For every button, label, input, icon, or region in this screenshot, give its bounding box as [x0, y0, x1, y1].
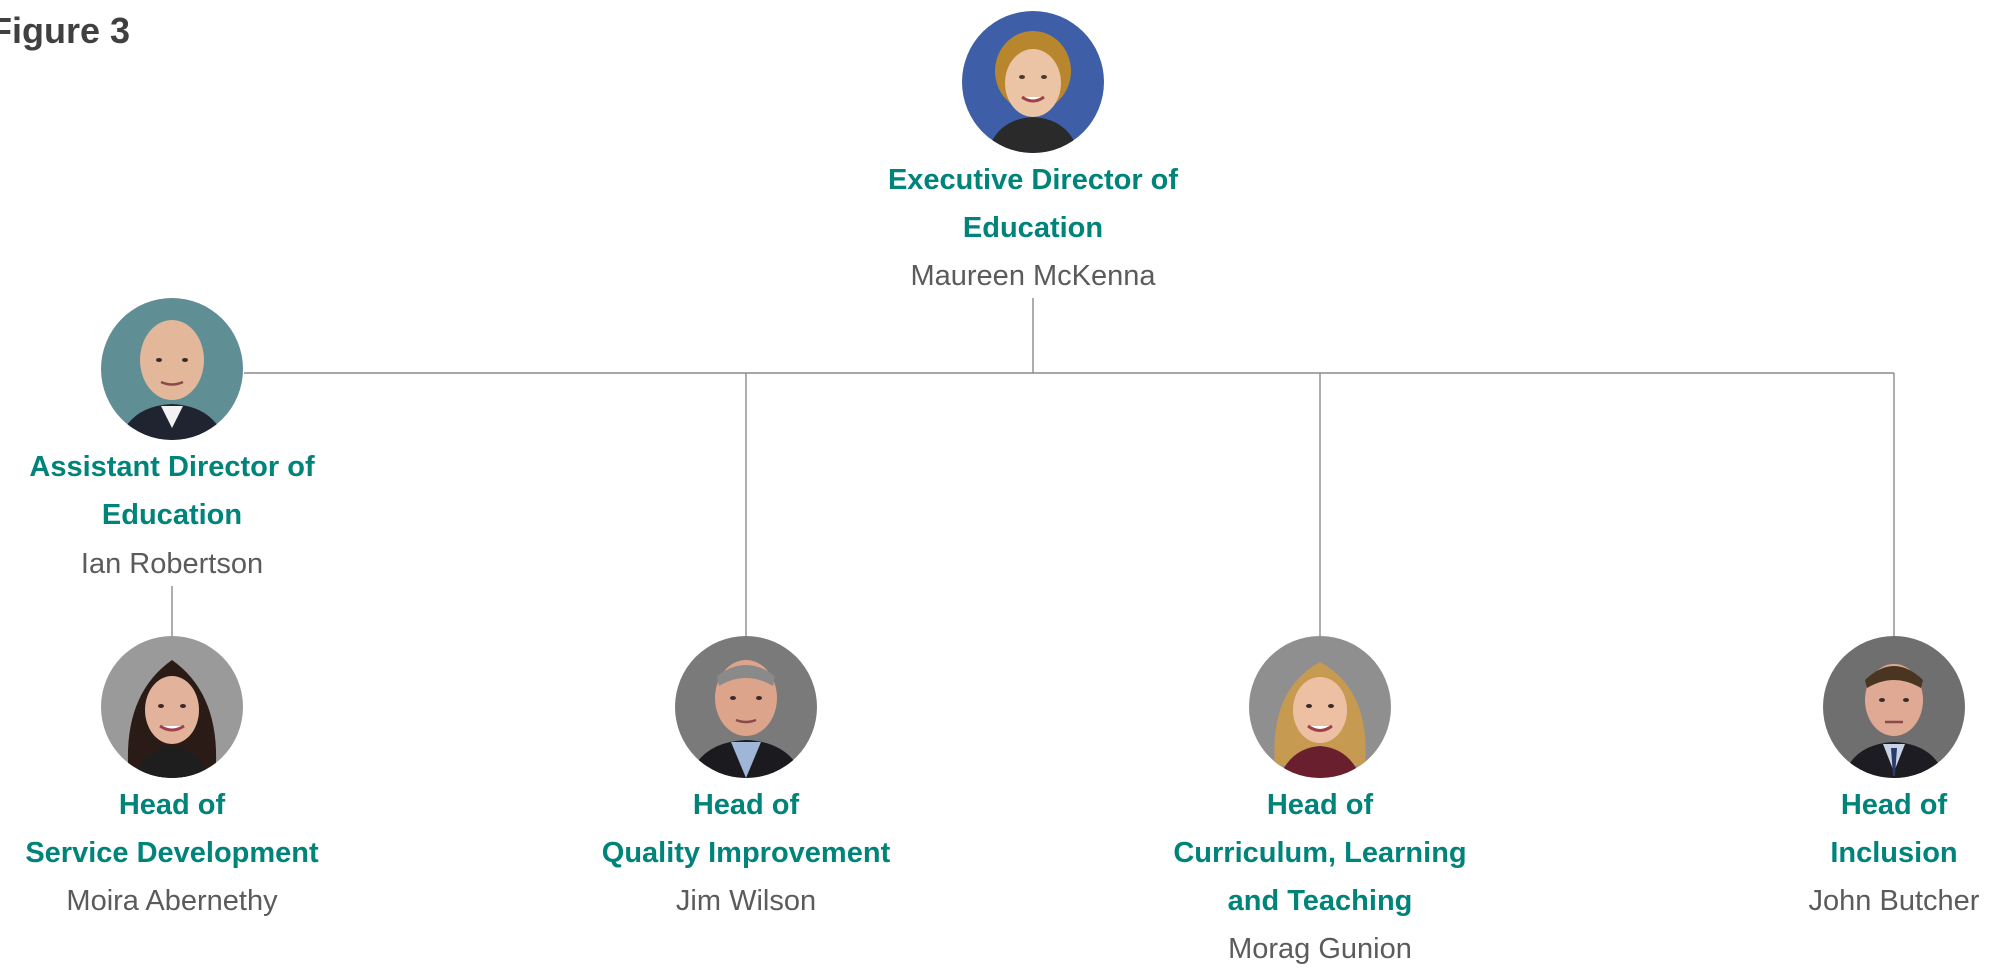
assistant-name: Ian Robertson	[80, 548, 264, 580]
quality-role-line1: Head of	[692, 789, 800, 821]
executive-role: Executive Director of Education	[888, 156, 1178, 252]
figure-label: Figure 3	[0, 10, 131, 51]
quality-name: Jim Wilson	[675, 885, 817, 917]
curriculum-role: Head of Curriculum, Learning and Teachin…	[1173, 781, 1466, 925]
service-dev-role: Head of Service Development	[25, 781, 318, 877]
service-dev-role-line2: Service Development	[25, 837, 319, 869]
executive-role-line1: Executive Director of	[887, 164, 1179, 196]
quality-photo	[675, 636, 817, 778]
inclusion-photo	[1823, 636, 1965, 778]
executive-name: Maureen McKenna	[910, 260, 1156, 292]
assistant-role-line2: Education	[101, 499, 243, 531]
service-dev-role-line1: Head of	[118, 789, 226, 821]
executive-photo	[962, 11, 1104, 153]
curriculum-role-line1: Head of	[1266, 789, 1374, 821]
curriculum-photo	[1249, 636, 1391, 778]
assistant-role-line1: Assistant Director of	[29, 451, 315, 483]
assistant-photo	[101, 298, 243, 440]
inclusion-role-line2: Inclusion	[1830, 837, 1958, 869]
curriculum-role-line2: Curriculum, Learning	[1173, 837, 1467, 869]
inclusion-name: John Butcher	[1808, 885, 1980, 917]
quality-role: Head of Quality Improvement	[602, 781, 890, 877]
assistant-role: Assistant Director of Education	[29, 443, 314, 539]
executive-role-line2: Education	[962, 212, 1104, 244]
curriculum-name: Morag Gunion	[1228, 933, 1412, 965]
curriculum-role-line3: and Teaching	[1227, 885, 1413, 917]
inclusion-role: Head of Inclusion	[1830, 781, 1957, 877]
service-dev-photo	[101, 636, 243, 778]
quality-role-line2: Quality Improvement	[601, 837, 891, 869]
service-dev-name: Moira Abernethy	[66, 885, 278, 917]
inclusion-role-line1: Head of	[1840, 789, 1948, 821]
